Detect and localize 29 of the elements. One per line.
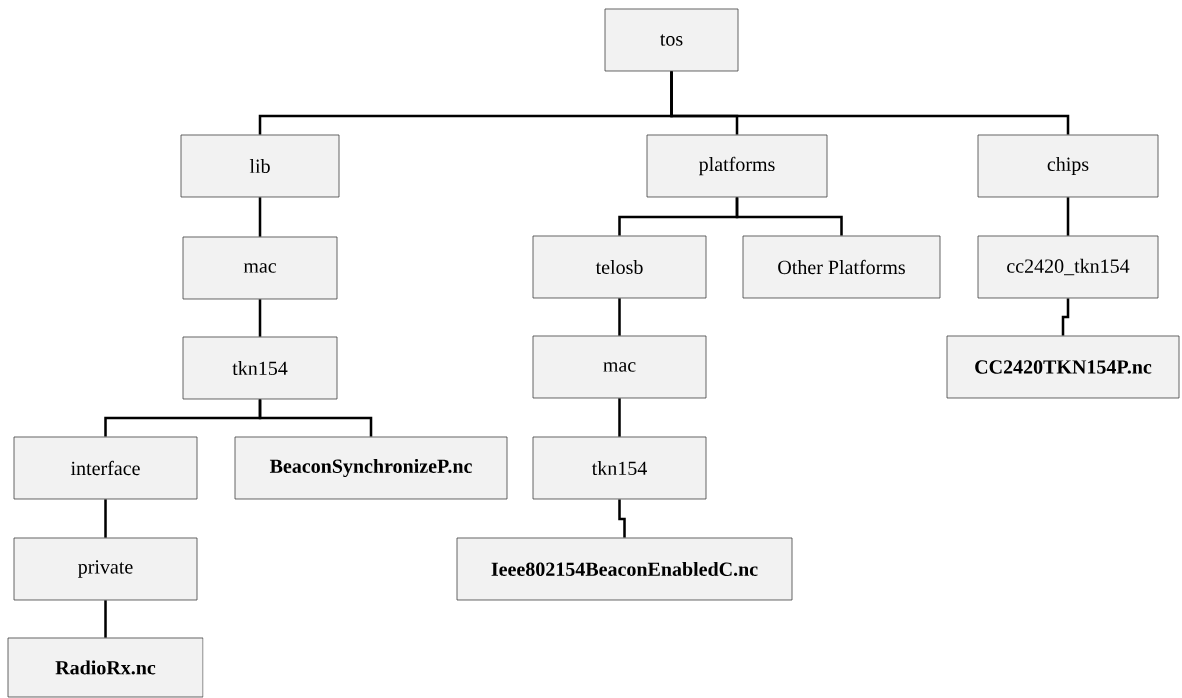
tree-connector	[618, 499, 626, 538]
folder-box: interface	[13, 436, 198, 500]
folder-box: chips	[977, 134, 1159, 198]
tree-connector	[258, 399, 373, 437]
folder-box: telosb	[532, 235, 707, 299]
tree-connector	[735, 197, 843, 236]
folder-box: lib	[180, 134, 340, 198]
folder-box: Other Platforms	[742, 235, 941, 299]
folder-box: tkn154	[182, 336, 338, 400]
tree-connector	[618, 298, 621, 336]
folder-box: mac	[182, 236, 338, 300]
folder-box: tos	[604, 8, 739, 72]
tree-connector	[104, 600, 107, 638]
folder-box: private	[13, 537, 198, 601]
folder-box: cc2420_tkn154	[977, 235, 1159, 299]
tree-connector	[618, 398, 621, 437]
folder-box: mac	[532, 335, 707, 399]
tree-connector	[258, 197, 262, 237]
tree-connector	[1066, 197, 1070, 236]
folder-box: BeaconSynchronizeP.nc	[234, 436, 508, 500]
folder-box: platforms	[646, 134, 828, 198]
folder-box: tkn154	[532, 436, 707, 500]
folder-box: Ieee802154BeaconEnabledC.nc	[456, 537, 793, 601]
tree-connector	[670, 71, 1070, 135]
tree-connector	[258, 299, 262, 337]
tree-connector	[104, 499, 107, 538]
folder-box: CC2420TKN154P.nc	[946, 335, 1180, 399]
tree-connector	[1061, 298, 1070, 336]
folder-box: RadioRx.nc	[7, 637, 204, 698]
